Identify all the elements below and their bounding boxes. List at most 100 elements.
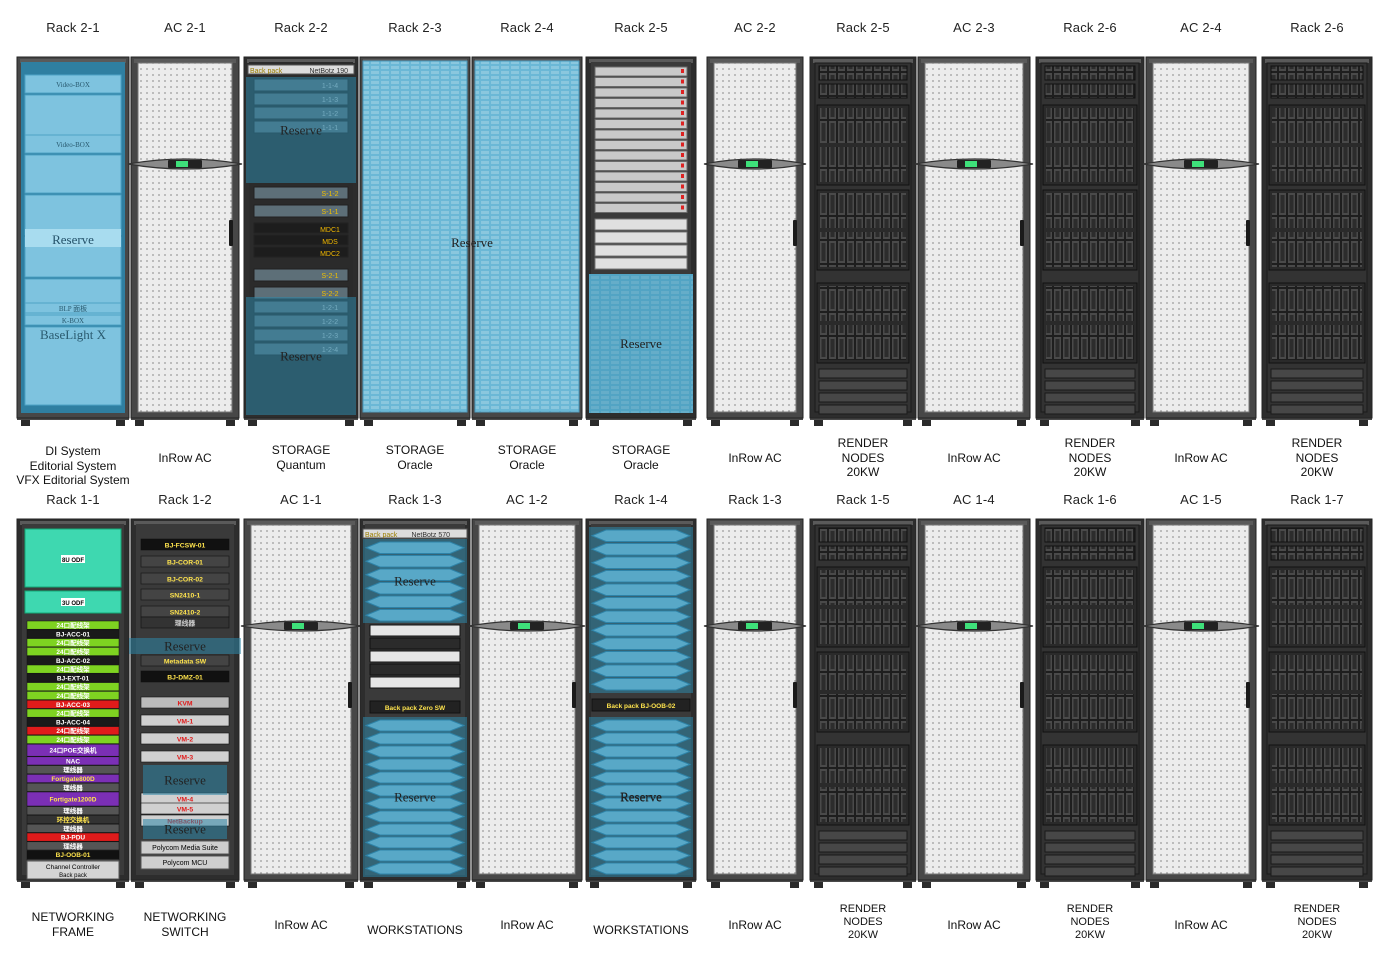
rack-caption-line: InRow AC	[947, 917, 1001, 932]
rack-title: AC 1-2	[506, 492, 548, 507]
switch-unit	[140, 555, 230, 568]
rack-foot	[590, 418, 599, 426]
rack-caption-line: NETWORKING	[31, 910, 115, 925]
rack-foot	[711, 880, 720, 888]
rack-rack-1-6[interactable]	[1035, 518, 1145, 888]
rack-caption-line: DI System	[45, 444, 101, 458]
rack-rack-1-7[interactable]	[1261, 518, 1373, 888]
network-unit	[26, 638, 120, 648]
switch-unit	[140, 538, 230, 551]
rack-ac-1-1[interactable]	[240, 518, 362, 888]
rack-foot	[1266, 880, 1275, 888]
rack-caption-line: 20KW	[846, 465, 880, 479]
door-handle[interactable]	[1020, 220, 1024, 246]
rack-foot	[1150, 880, 1159, 888]
oob-switch	[591, 698, 691, 712]
ac-door	[137, 62, 233, 413]
rack-caption: InRow AC	[120, 451, 250, 466]
rack-rack-2-5[interactable]: Reserve	[585, 56, 697, 426]
reserve-overlay	[129, 638, 241, 654]
rack-ac-1-4[interactable]	[914, 518, 1034, 888]
di-device	[24, 154, 122, 194]
reserve-label: Reserve	[164, 821, 206, 836]
rack-foot	[345, 880, 354, 888]
storage-unit	[253, 186, 349, 200]
rack-ac-1-5[interactable]	[1142, 518, 1260, 888]
rack-rack-1-5[interactable]	[809, 518, 917, 888]
ac-display	[518, 623, 530, 629]
rack-rack-2-6[interactable]	[1261, 56, 1373, 426]
storage-unit-label: MDC2	[320, 251, 340, 258]
reserve-band	[25, 229, 121, 247]
door-handle[interactable]	[793, 220, 797, 246]
storage-unit	[253, 234, 349, 246]
network-unit	[26, 743, 120, 757]
rack-caption-line: NODES	[1297, 916, 1337, 928]
odf-label: 3U ODF	[62, 601, 84, 607]
rack-title: AC 2-2	[734, 20, 776, 35]
network-unit	[26, 647, 120, 656]
rack-ac-2-4[interactable]	[1142, 56, 1260, 426]
rack-foot	[1243, 418, 1252, 426]
rack-rack-2-6[interactable]	[1035, 56, 1145, 426]
reserve-label: Reserve	[164, 638, 206, 653]
switch-unit	[140, 802, 230, 815]
storage-unit-label: S-1-2	[321, 191, 338, 198]
ac-door	[1152, 524, 1250, 875]
network-unit-label: 理线器	[63, 824, 83, 833]
rack-foot	[569, 880, 578, 888]
reserve-label: Reserve	[164, 772, 206, 787]
network-unit-label: 理线器	[63, 841, 83, 850]
door-handle[interactable]	[1020, 682, 1024, 708]
rack-caption-line: NODES	[843, 916, 883, 928]
rack-foot	[21, 418, 30, 426]
rack-caption-line: RENDER	[1291, 436, 1343, 450]
rack-foot	[248, 880, 257, 888]
rack-rack-1-3[interactable]	[703, 518, 807, 888]
rack-foot	[21, 880, 30, 888]
reserve-label: Reserve	[620, 789, 662, 804]
rack-rack-2-3[interactable]	[359, 56, 471, 426]
ac-door	[924, 524, 1024, 875]
rack-caption-line: 20KW	[1302, 929, 1332, 941]
ac-door	[713, 524, 797, 875]
rack-rack-2-4[interactable]	[471, 56, 583, 426]
switch-unit-label: Metadata SW	[164, 659, 207, 666]
rack-ac-2-3[interactable]	[914, 56, 1034, 426]
rack-title: AC 2-3	[953, 20, 995, 35]
rack-foot	[476, 418, 485, 426]
rack-caption: InRow AC	[690, 451, 820, 466]
door-handle[interactable]	[1246, 682, 1250, 708]
rack-foot	[476, 880, 485, 888]
door-handle[interactable]	[793, 682, 797, 708]
network-unit-label: BJ-ACC-03	[56, 702, 90, 709]
door-handle[interactable]	[348, 682, 352, 708]
rack-foot	[683, 418, 692, 426]
network-unit	[26, 841, 120, 851]
oracle-controller	[594, 108, 688, 119]
rack-rack-2-5[interactable]	[809, 56, 917, 426]
rack-ac-2-2[interactable]	[703, 56, 807, 426]
rack-ac-1-2[interactable]	[468, 518, 586, 888]
storage-unit	[253, 268, 349, 282]
door-handle[interactable]	[572, 682, 576, 708]
network-unit	[26, 823, 120, 833]
door-handle[interactable]	[229, 220, 233, 246]
rack-foot	[1131, 880, 1140, 888]
network-unit	[26, 664, 120, 674]
rack-title: Rack 2-2	[274, 20, 328, 35]
door-handle[interactable]	[1246, 220, 1250, 246]
rack-foot	[1359, 418, 1368, 426]
rack-ac-2-1[interactable]	[127, 56, 243, 426]
rack-rack-1-2[interactable]: BJ-FCSW-01BJ-COR-01BJ-COR-02SN2410-1SN24…	[129, 518, 241, 888]
rack-caption-line: NODES	[841, 450, 885, 465]
back-pack-label: Back pack	[365, 532, 398, 539]
